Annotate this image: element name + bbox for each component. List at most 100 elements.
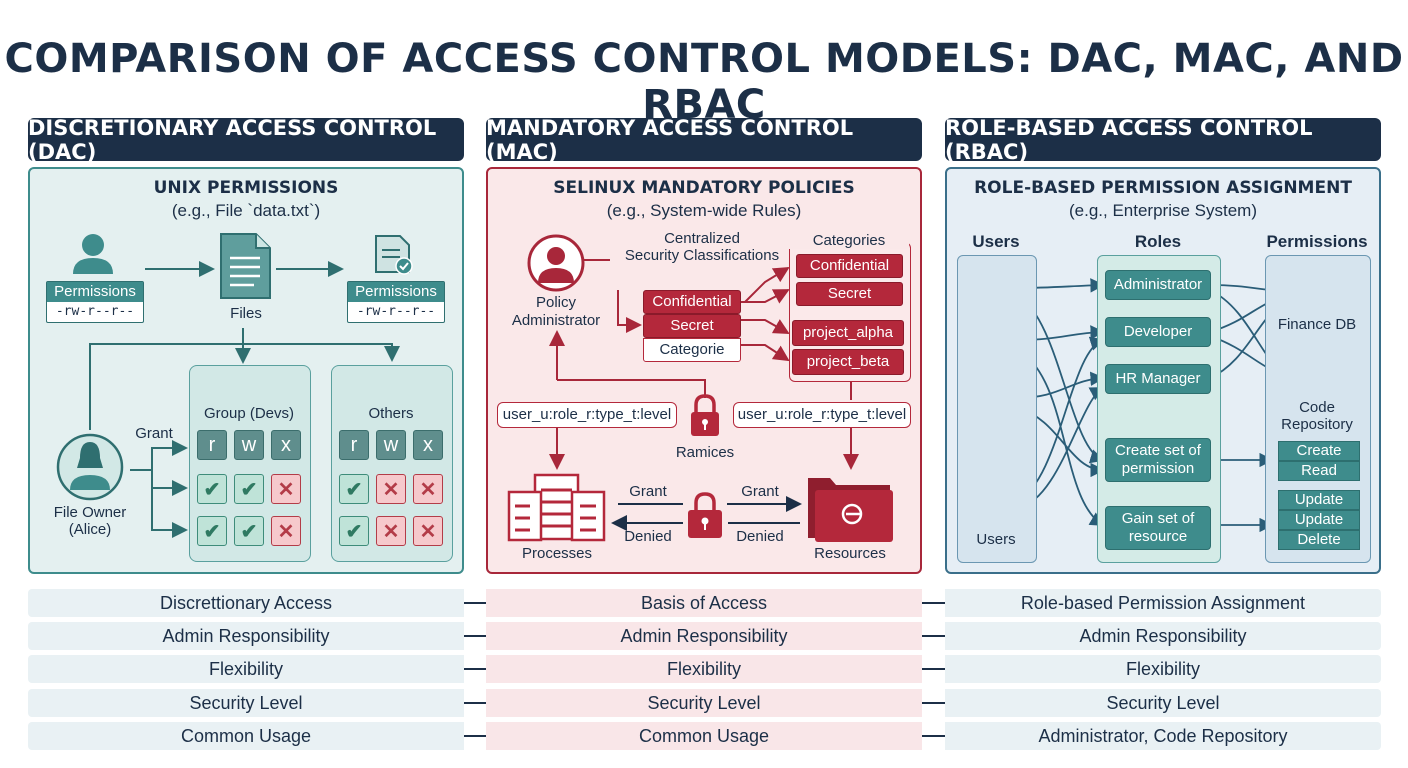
- allowed-check-icon: ✔: [197, 516, 227, 546]
- rbac-cell: Admin Responsibility: [945, 622, 1381, 650]
- user-icon: [73, 234, 113, 274]
- dac-cell: Security Level: [28, 689, 464, 717]
- allowed-check-icon: ✔: [339, 474, 369, 504]
- label-stack-category: Categorie: [643, 338, 741, 362]
- category-confidential: Confidential: [796, 254, 903, 278]
- file-icon: [220, 233, 271, 299]
- policy-admin-icon: [527, 234, 585, 292]
- denied-x-icon: ✕: [413, 516, 443, 546]
- users-column-header: Users: [972, 232, 1020, 251]
- project-alpha-tag: project_alpha: [792, 320, 904, 346]
- permissions-value: -rw-r--r--: [356, 304, 436, 319]
- dac-cell: Common Usage: [28, 722, 464, 750]
- policy-admin-label: Policy: [535, 294, 576, 311]
- rwx-header-cell: x: [271, 430, 301, 460]
- code-repo-label-2: Repository: [1281, 416, 1353, 433]
- mac-cell: Common Usage: [486, 722, 922, 750]
- dac-cell: Admin Responsibility: [28, 622, 464, 650]
- files-label: Files: [230, 305, 262, 322]
- permission-create: Create: [1278, 441, 1360, 461]
- finance-db-label: Finance DB: [1277, 316, 1357, 333]
- role-gain-set: Gain set of resource: [1105, 506, 1211, 550]
- owner-permissions-box: Permissions -rw-r--r--: [46, 281, 144, 323]
- permission-delete: Delete: [1278, 530, 1360, 550]
- rbac-cell: Security Level: [945, 689, 1381, 717]
- rbac-cell: Administrator, Code Repository: [945, 722, 1381, 750]
- page-title: COMPARISON OF ACCESS CONTROL MODELS: DAC…: [4, 36, 1404, 128]
- role-developer: Developer: [1105, 317, 1211, 347]
- denied-label-left: Denied: [624, 528, 672, 545]
- denied-x-icon: ✕: [271, 474, 301, 504]
- rwx-header-cell: w: [376, 430, 406, 460]
- owner-avatar-icon: [56, 433, 124, 501]
- allowed-check-icon: ✔: [234, 516, 264, 546]
- denied-x-icon: ✕: [413, 474, 443, 504]
- mac-cell: Basis of Access: [486, 589, 922, 617]
- rwx-header-cell: r: [197, 430, 227, 460]
- allowed-check-icon: ✔: [339, 516, 369, 546]
- rbac-cell: Role-based Permission Assignment: [945, 589, 1381, 617]
- mac-panel-title: SELINUX MANDATORY POLICIES: [553, 178, 855, 198]
- rwx-header-cell: r: [339, 430, 369, 460]
- lock-label: Ramices: [675, 444, 735, 461]
- code-repo-label: Code: [1299, 399, 1335, 416]
- lock-icon: [691, 394, 719, 436]
- dac-cell: Discrettionary Access: [28, 589, 464, 617]
- security-context-right: user_u:role_r:type_t:level: [733, 402, 911, 428]
- comparison-row: Flexibility Flexibility Flexibility: [28, 655, 1381, 683]
- file-permissions-box: Permissions -rw-r--r--: [347, 281, 445, 323]
- centralized-label: Centralized: [664, 230, 740, 247]
- comparison-row: Security Level Security Level Security L…: [28, 689, 1381, 717]
- grant-label-right: Grant: [741, 483, 779, 500]
- mac-panel-subtitle: (e.g., System-wide Rules): [606, 201, 802, 220]
- role-hr-manager: HR Manager: [1105, 364, 1211, 394]
- dac-panel-title: UNIX PERMISSIONS: [153, 178, 339, 198]
- rwx-header-cell: x: [413, 430, 443, 460]
- file-owner-label: File Owner: [53, 504, 127, 521]
- file-owner-name: (Alice): [68, 521, 112, 538]
- comparison-row: Common Usage Common Usage Administrator,…: [28, 722, 1381, 750]
- permission-update: Update: [1278, 510, 1360, 530]
- rbac-panel-subtitle: (e.g., Enterprise System): [1068, 201, 1257, 220]
- role-create-set: Create set of permission: [1105, 438, 1211, 482]
- permission-update: Update: [1278, 490, 1360, 510]
- resources-label: Resources: [814, 545, 886, 562]
- dac-panel-subtitle: (e.g., File `data.txt`): [171, 201, 321, 220]
- processes-icon: [507, 473, 606, 542]
- resources-folder-icon: [808, 478, 893, 542]
- mac-cell: Security Level: [486, 689, 922, 717]
- rbac-header: ROLE-BASED ACCESS CONTROL (RBAC): [945, 116, 1381, 164]
- file-check-icon: [375, 235, 413, 275]
- roles-column-header: Roles: [1134, 232, 1182, 251]
- others-label: Others: [368, 405, 414, 422]
- category-secret: Secret: [796, 282, 903, 306]
- denied-label-right: Denied: [736, 528, 784, 545]
- grant-label-left: Grant: [629, 483, 667, 500]
- comparison-row: Admin Responsibility Admin Responsibilit…: [28, 622, 1381, 650]
- dac-cell: Flexibility: [28, 655, 464, 683]
- permissions-label: Permissions: [348, 282, 444, 302]
- security-classifications-label: Security Classifications: [624, 247, 780, 264]
- processes-label: Processes: [521, 545, 593, 562]
- policy-admin-label-2: Administrator: [511, 312, 601, 329]
- permission-read: Read: [1278, 461, 1360, 481]
- denied-x-icon: ✕: [376, 516, 406, 546]
- categories-label: Categories: [789, 232, 909, 249]
- rbac-cell: Flexibility: [945, 655, 1381, 683]
- project-beta-tag: project_beta: [792, 349, 904, 375]
- grant-label: Grant: [135, 425, 173, 442]
- users-column: [957, 255, 1037, 563]
- security-context-left: user_u:role_r:type_t:level: [497, 402, 677, 428]
- label-stack-confidential: Confidential: [643, 290, 741, 314]
- rwx-header-cell: w: [234, 430, 264, 460]
- comparison-row: Discrettionary Access Basis of Access Ro…: [28, 589, 1381, 617]
- dac-header: DISCRETIONARY ACCESS CONTROL (DAC): [28, 116, 464, 164]
- mac-cell: Admin Responsibility: [486, 622, 922, 650]
- denied-x-icon: ✕: [376, 474, 406, 504]
- group-devs-label: Group (Devs): [203, 405, 295, 422]
- permissions-column-header: Permissions: [1266, 232, 1368, 251]
- allowed-check-icon: ✔: [197, 474, 227, 504]
- permissions-value: -rw-r--r--: [55, 304, 135, 319]
- label-stack-secret: Secret: [643, 314, 741, 338]
- mac-header: MANDATORY ACCESS CONTROL (MAC): [486, 116, 922, 164]
